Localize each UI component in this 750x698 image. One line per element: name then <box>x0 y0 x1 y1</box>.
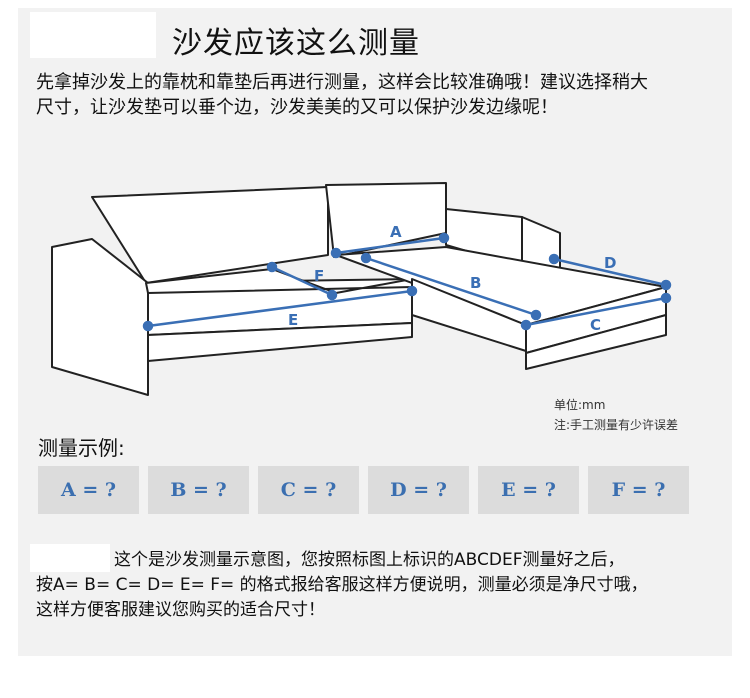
measure-line-c <box>525 296 667 327</box>
intro-line-1: 先拿掉沙发上的靠枕和靠垫后再进行测量，这样会比较准确哦！建议选择稍大 <box>36 72 648 93</box>
measure-line-e <box>147 289 413 328</box>
measure-point <box>326 289 338 301</box>
measure-point <box>548 253 560 265</box>
sofa-diagram: A B C D E F <box>51 182 672 396</box>
measure-point <box>660 279 672 291</box>
measure-point <box>142 320 154 332</box>
measure-line-b <box>365 256 537 317</box>
outro-line-1: 这个是沙发测量示意图，您按照标图上标识的ABCDEF测量好之后， <box>36 548 726 573</box>
measure-point <box>530 309 542 321</box>
measure-labels: A B C D E F <box>288 223 616 334</box>
label-a: A <box>390 223 402 241</box>
outro-text: 这个是沙发测量示意图，您按照标图上标识的ABCDEF测量好之后， 按A= B= … <box>36 548 726 623</box>
error-note: 注:手工测量有少许误差 <box>554 418 679 432</box>
example-box-e: E = ? <box>478 466 579 514</box>
label-e: E <box>288 311 298 329</box>
label-f: F <box>314 267 324 285</box>
page-title: 沙发应该这么测量 <box>172 26 420 61</box>
intro-text: 先拿掉沙发上的靠枕和靠垫后再进行测量，这样会比较准确哦！建议选择稍大 尺寸，让沙… <box>36 70 726 120</box>
sofa-outline <box>51 182 667 396</box>
measure-point <box>520 319 532 331</box>
unit-label: 单位:mm <box>554 398 606 412</box>
example-title: 测量示例: <box>38 436 125 460</box>
logo-placeholder-top <box>30 12 156 58</box>
measure-point <box>438 232 450 244</box>
measure-point <box>330 247 342 259</box>
label-d: D <box>604 254 616 272</box>
example-row: A = ? B = ? C = ? D = ? E = ? F = ? <box>38 466 689 514</box>
outro-line-3: 这样方便客服建议您购买的适合尺寸！ <box>36 600 325 620</box>
sofa-back-left <box>91 186 329 284</box>
chaise-base <box>525 314 667 370</box>
measure-line-d <box>553 257 667 287</box>
label-c: C <box>590 316 601 334</box>
measure-point <box>360 252 372 264</box>
measure-point <box>406 285 418 297</box>
example-box-f: F = ? <box>588 466 689 514</box>
unit-note: 单位:mm 注:手工测量有少许误差 <box>554 395 678 435</box>
measure-point <box>660 292 672 304</box>
label-b: B <box>470 274 481 292</box>
measure-line-f <box>271 265 333 297</box>
example-box-c: C = ? <box>258 466 359 514</box>
measure-lines <box>142 232 672 332</box>
measure-line-a <box>335 236 445 255</box>
intro-line-2: 尺寸，让沙发垫可以垂个边，沙发美美的又可以保护沙发边缘呢！ <box>36 97 558 118</box>
logo-placeholder-bottom <box>30 544 110 572</box>
outro-line-1-text: 这个是沙发测量示意图，您按照标图上标识的ABCDEF测量好之后， <box>114 550 625 570</box>
example-box-b: B = ? <box>148 466 249 514</box>
outro-line-2: 按A= B= C= D= E= F= 的格式报给客服这样方便说明，测量必须是净尺… <box>36 575 648 595</box>
example-box-a: A = ? <box>38 466 139 514</box>
measure-point <box>266 261 278 273</box>
example-box-d: D = ? <box>368 466 469 514</box>
seat-base-left <box>147 322 413 362</box>
